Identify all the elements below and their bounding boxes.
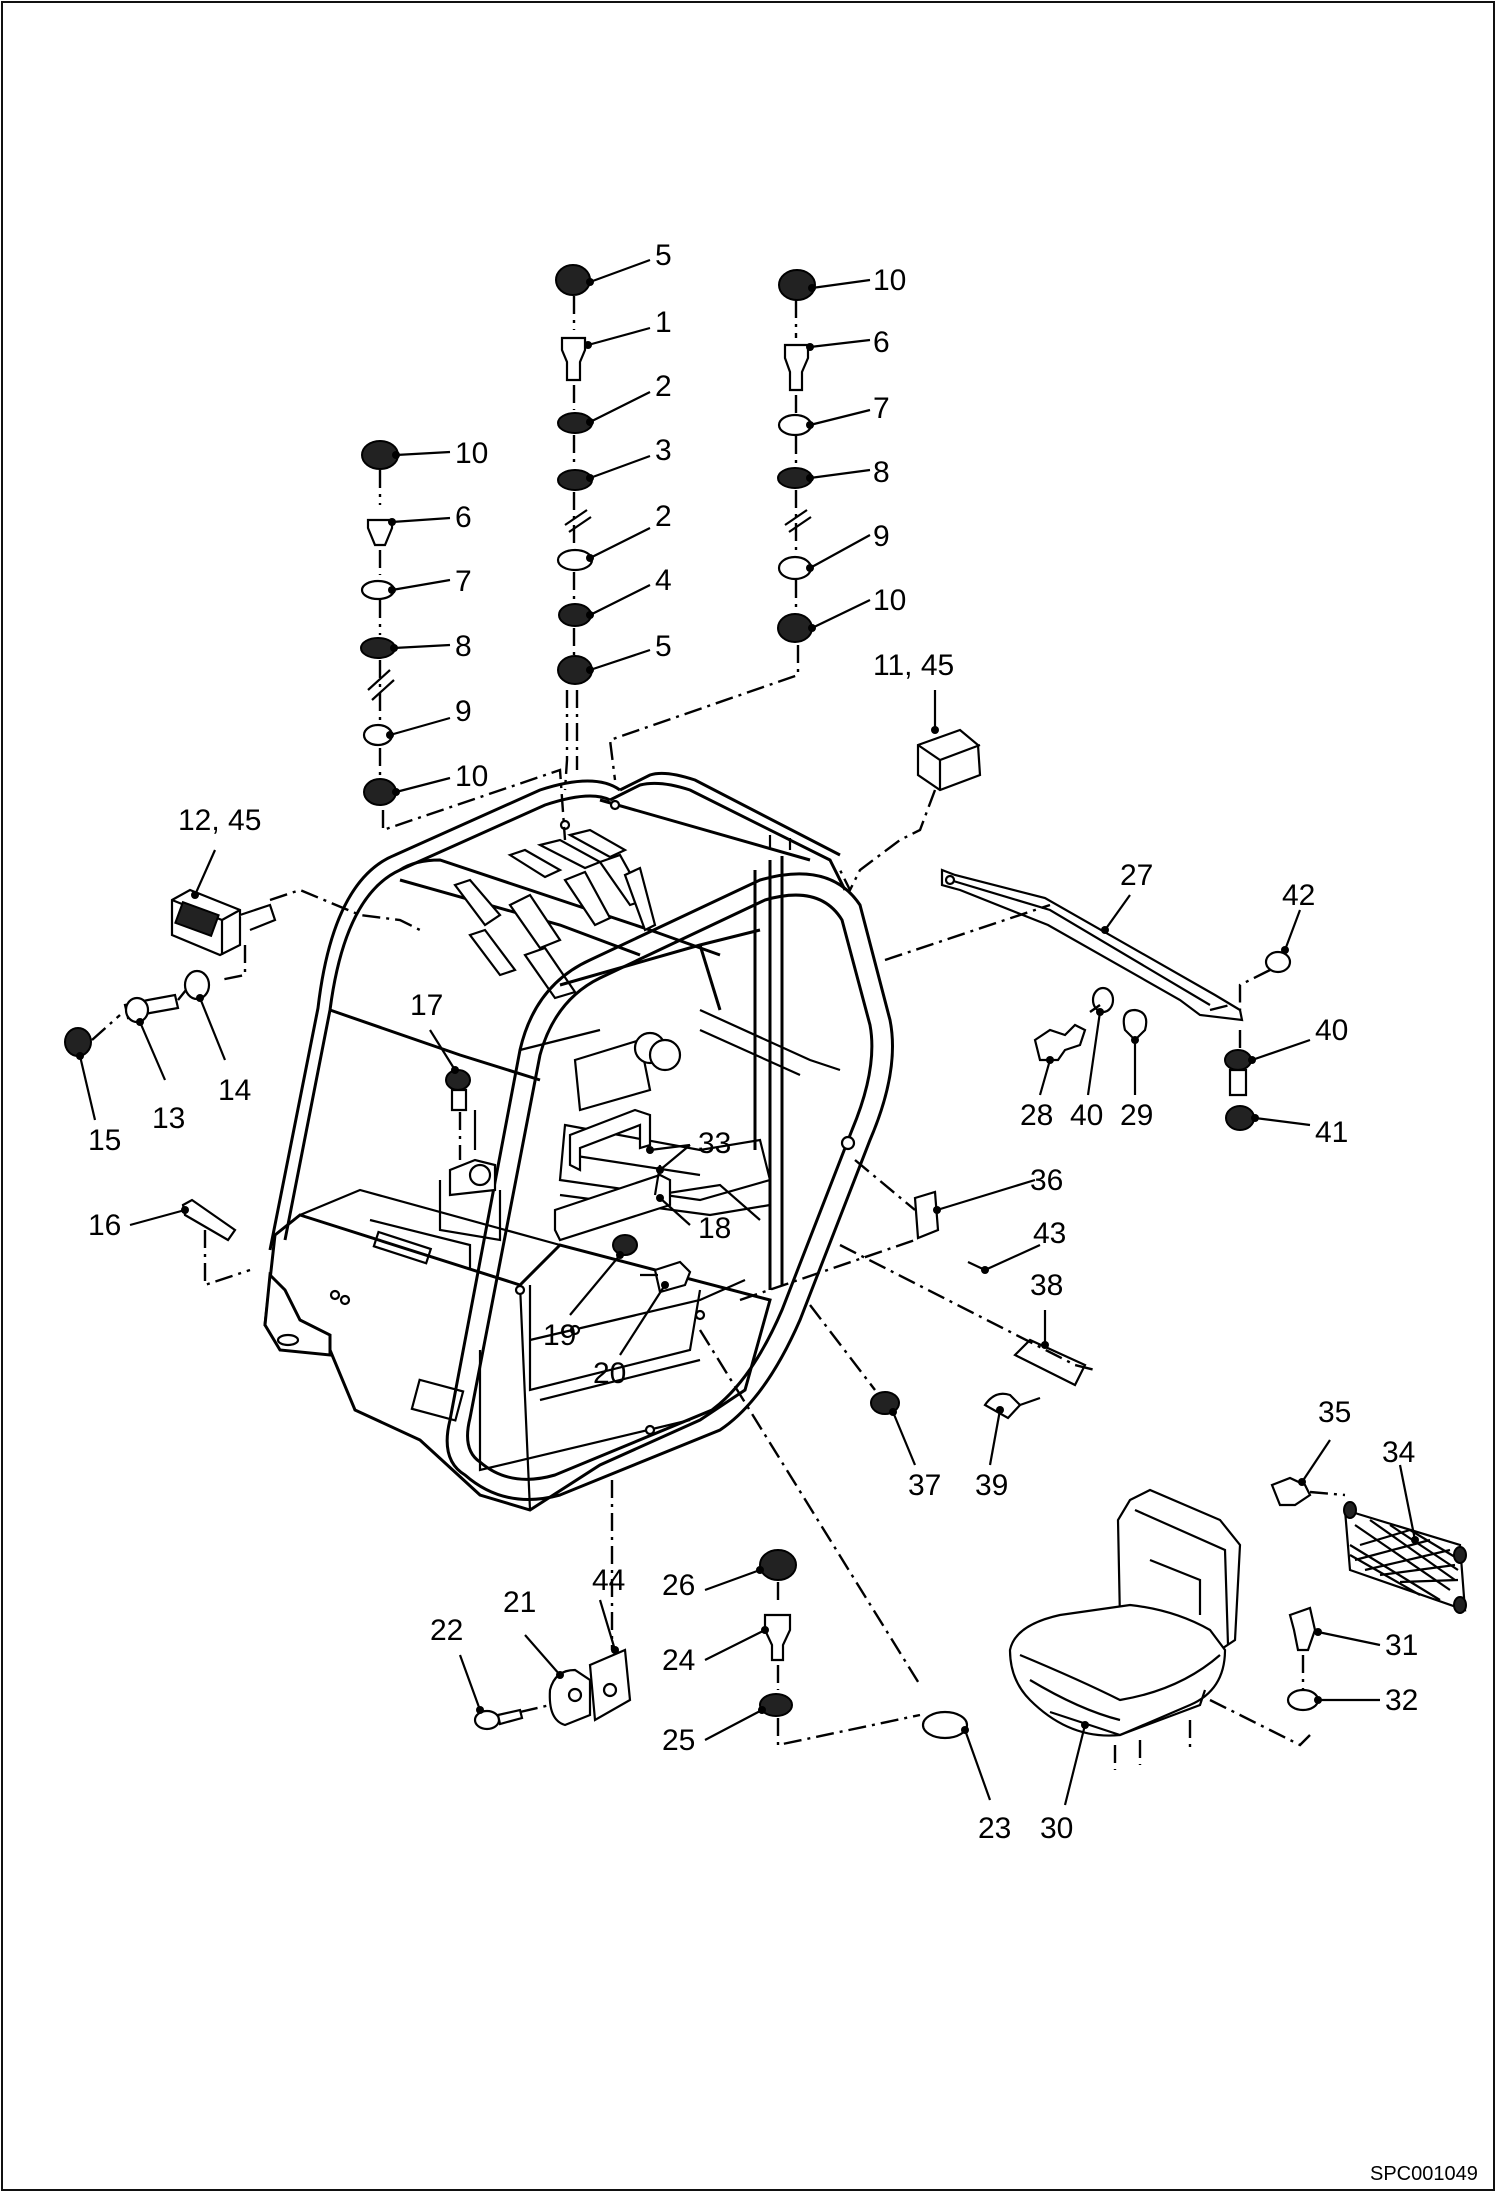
callout-26: 26 — [662, 1569, 695, 1602]
leader-lines — [78, 258, 1417, 1806]
callout-41: 41 — [1315, 1116, 1348, 1149]
part-27-bracket — [884, 868, 1292, 1022]
work-light-right — [838, 728, 982, 893]
callout-40-lower: 40 — [1070, 1099, 1103, 1132]
roof-slats — [453, 828, 657, 1000]
callout-4: 4 — [655, 564, 672, 597]
parts-36-37-38-39-43 — [739, 1159, 1096, 1420]
callout-12-45: 12, 45 — [178, 804, 261, 837]
parts-40-41 — [1224, 1030, 1255, 1131]
callout-2-upper: 2 — [655, 370, 672, 403]
parts-28-29-40 — [1033, 986, 1148, 1062]
callout-5-top: 5 — [655, 239, 672, 272]
callout-1: 1 — [655, 306, 672, 339]
callout-35: 35 — [1318, 1396, 1351, 1429]
callout-22: 22 — [430, 1614, 463, 1647]
callout-10-left-top: 10 — [455, 437, 488, 470]
drawing-code: SPC001049 — [1370, 2163, 1478, 2185]
callout-32: 32 — [1385, 1684, 1418, 1717]
part-16 — [181, 1198, 251, 1287]
callout-5-bottom: 5 — [655, 630, 672, 663]
callout-17: 17 — [410, 989, 443, 1022]
callout-27: 27 — [1120, 859, 1153, 892]
callout-31: 31 — [1385, 1629, 1418, 1662]
callout-43: 43 — [1033, 1217, 1066, 1250]
part-17 — [445, 1069, 471, 1160]
cab-frame — [263, 771, 894, 1512]
callout-19: 19 — [543, 1319, 576, 1352]
callout-36: 36 — [1030, 1164, 1063, 1197]
callout-33: 33 — [698, 1127, 731, 1160]
callout-44: 44 — [592, 1564, 625, 1597]
callout-30: 30 — [1040, 1812, 1073, 1845]
callout-6-right: 6 — [873, 326, 890, 359]
callout-21: 21 — [503, 1586, 536, 1619]
callout-18: 18 — [698, 1212, 731, 1245]
seat-30 — [1008, 1488, 1320, 1770]
callout-11-45: 11, 45 — [873, 649, 954, 682]
callout-14: 14 — [218, 1074, 251, 1107]
callout-23: 23 — [978, 1812, 1011, 1845]
stack-right — [608, 269, 816, 781]
callout-20: 20 — [593, 1357, 626, 1390]
callout-9-right: 9 — [873, 520, 890, 553]
work-light-left — [170, 888, 421, 982]
callout-16: 16 — [88, 1209, 121, 1242]
callout-40-upper: 40 — [1315, 1014, 1348, 1047]
leader-dots — [76, 278, 1419, 1734]
callout-42: 42 — [1282, 879, 1315, 912]
callout-25: 25 — [662, 1724, 695, 1757]
callout-34: 34 — [1382, 1436, 1415, 1469]
callout-29: 29 — [1120, 1099, 1153, 1132]
callout-6-left: 6 — [455, 501, 472, 534]
callout-8-left: 8 — [455, 630, 472, 663]
callout-9-left: 9 — [455, 695, 472, 728]
callout-10-right-bottom: 10 — [873, 584, 906, 617]
callout-10-right-top: 10 — [873, 264, 906, 297]
parts-23-24-25-26 — [698, 1329, 969, 1747]
callout-37: 37 — [908, 1469, 941, 1502]
stack-left — [360, 440, 567, 841]
callout-labels: 5 1 2 3 2 4 5 10 6 7 8 9 10 10 6 7 8 9 1… — [88, 239, 1418, 1845]
callout-7-left: 7 — [455, 565, 472, 598]
callout-28: 28 — [1020, 1099, 1053, 1132]
callout-10-left-bottom: 10 — [455, 760, 488, 793]
parts-13-14-15 — [64, 969, 211, 1057]
callout-38: 38 — [1030, 1269, 1063, 1302]
storage-net-34 — [1270, 1476, 1467, 1614]
callout-8-right: 8 — [873, 456, 890, 489]
callout-2-lower: 2 — [655, 500, 672, 533]
callout-24: 24 — [662, 1644, 695, 1677]
hinge-21-22-44 — [473, 1480, 632, 1731]
callout-3: 3 — [655, 434, 672, 467]
callout-7-right: 7 — [873, 392, 890, 425]
callout-13: 13 — [152, 1102, 185, 1135]
callout-15: 15 — [88, 1124, 121, 1157]
callout-39: 39 — [975, 1469, 1008, 1502]
